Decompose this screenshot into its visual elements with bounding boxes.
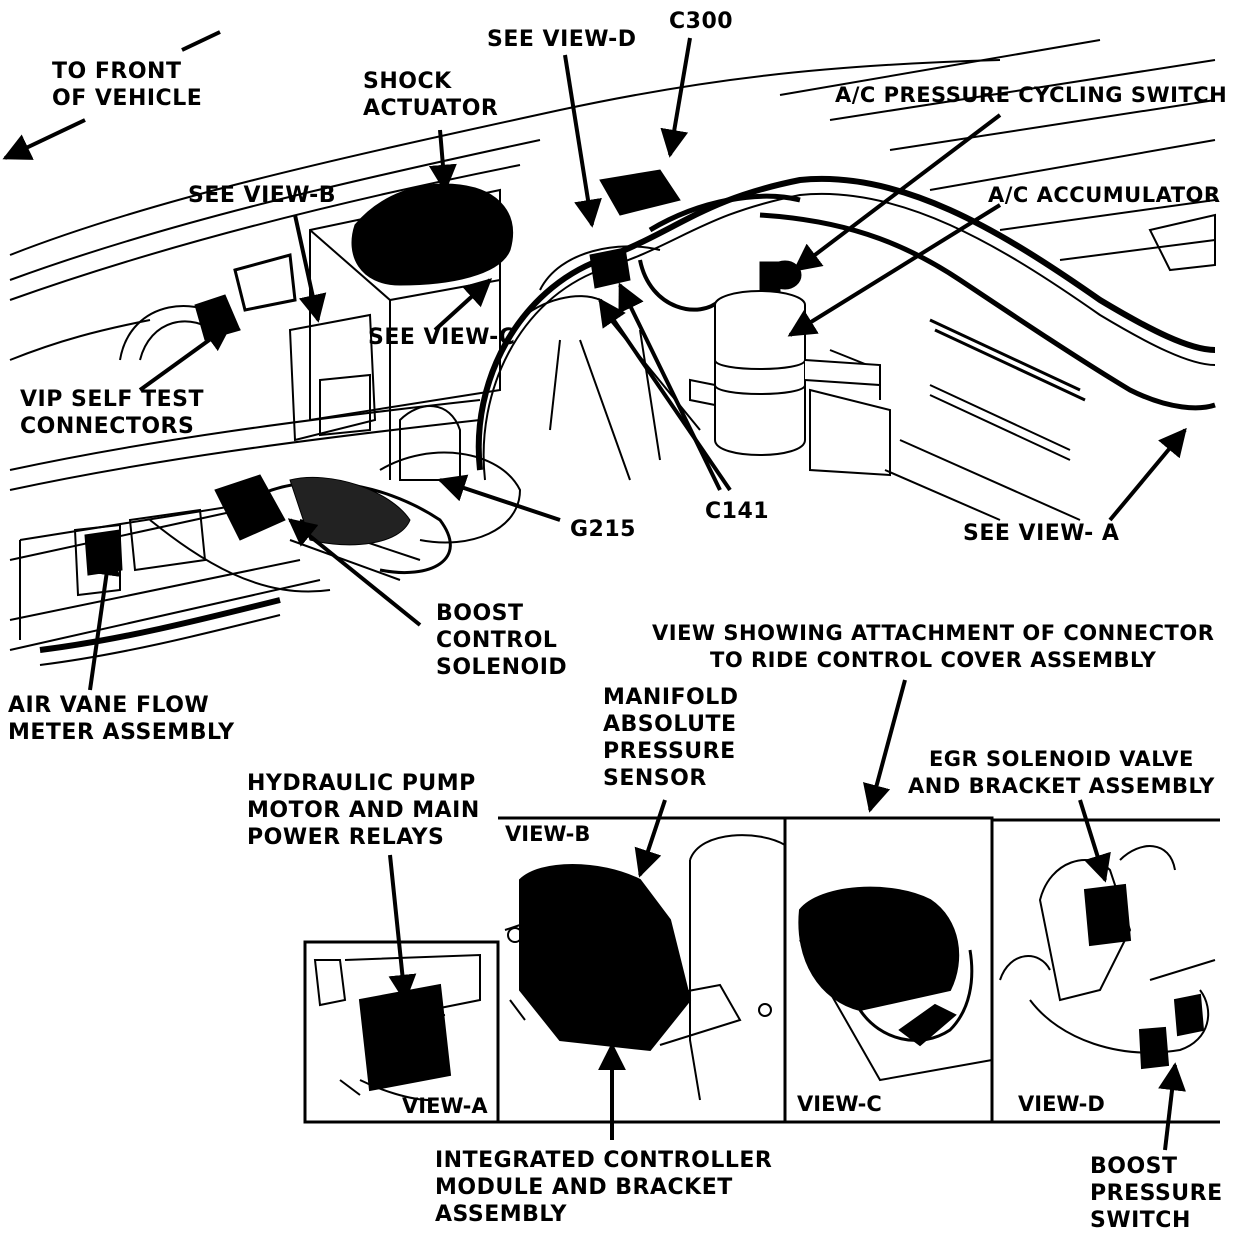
view-d-drawing xyxy=(999,845,1216,1070)
boost-pressure-switch-label: BOOST PRESSURE SWITCH xyxy=(1090,1154,1223,1233)
boost-solenoid-leader xyxy=(287,518,422,627)
ac-cycling-leader xyxy=(792,113,1002,272)
vip-self-test-label: VIP SELF TEST CONNECTORS xyxy=(20,387,204,439)
c141-leader-2 xyxy=(598,297,732,492)
air-vane-leader xyxy=(88,547,121,691)
view-a-title: VIEW-A xyxy=(402,1094,488,1118)
boost-control-solenoid-label: BOOST CONTROL SOLENOID xyxy=(436,601,568,680)
hydraulic-leader xyxy=(388,854,417,1003)
ac-pressure-cycling-switch-label: A/C PRESSURE CYCLING SWITCH xyxy=(835,83,1228,107)
manifold-absolute-pressure-sensor-label: MANIFOLD ABSOLUTE PRESSURE SENSOR xyxy=(603,685,739,791)
boost-pressure-leader xyxy=(1158,1062,1186,1151)
egr-leader xyxy=(1078,799,1111,883)
boost-solenoid-dark xyxy=(214,474,286,541)
see-view-d-label: SEE VIEW-D xyxy=(487,27,637,52)
to-front-arrow xyxy=(2,118,86,160)
c300-connector xyxy=(599,169,681,216)
ac-accumulator-canister xyxy=(689,290,881,456)
air-vane-dark xyxy=(84,529,123,576)
view-a-drawing xyxy=(313,953,481,1101)
see-view-a-label: SEE VIEW- A xyxy=(963,521,1120,546)
view-b-frame xyxy=(498,816,787,1124)
ac-accumulator-leader xyxy=(787,203,1002,337)
g215-label: G215 xyxy=(570,517,636,542)
attachment-leader xyxy=(863,679,907,813)
air-vane-flow-meter-label: AIR VANE FLOW METER ASSEMBLY xyxy=(8,693,235,745)
egr-solenoid-valve-label: EGR SOLENOID VALVE AND BRACKET ASSEMBLY xyxy=(908,747,1215,798)
map-sensor-leader xyxy=(634,799,667,878)
leader-lines xyxy=(2,30,1187,1151)
c141-label: C141 xyxy=(705,499,770,524)
c300-label: C300 xyxy=(669,9,734,34)
shock-actuator-label: SHOCK ACTUATOR xyxy=(363,69,499,121)
ac-accumulator-top xyxy=(759,261,781,293)
see-view-d-leader xyxy=(563,54,602,228)
see-view-a-leader xyxy=(1108,427,1187,522)
view-d-title: VIEW-D xyxy=(1018,1092,1105,1116)
c141-connector xyxy=(589,247,631,289)
shock-actuator-body xyxy=(351,183,514,286)
to-front-label: TO FRONT OF VEHICLE xyxy=(52,59,203,111)
view-b-drawing xyxy=(504,834,786,1101)
see-view-b-label: SEE VIEW-B xyxy=(188,183,336,208)
g215-leader xyxy=(437,474,561,522)
inset-frames xyxy=(303,816,1220,1124)
view-c-title: VIEW-C xyxy=(797,1092,882,1116)
hydraulic-pump-motor-label: HYDRAULIC PUMP MOTOR AND MAIN POWER RELA… xyxy=(247,771,480,850)
c300-leader xyxy=(660,37,692,158)
view-showing-attachment-label: VIEW SHOWING ATTACHMENT OF CONNECTOR TO … xyxy=(652,621,1215,672)
c141-leader-1 xyxy=(618,282,722,491)
to-front-dash xyxy=(181,30,221,52)
ac-accumulator-label: A/C ACCUMULATOR xyxy=(988,183,1221,207)
integrated-controller-label: INTEGRATED CONTROLLER MODULE AND BRACKET… xyxy=(435,1148,773,1227)
engine-bay-linework xyxy=(9,39,1216,666)
see-view-c-label: SEE VIEW-C xyxy=(368,325,516,350)
see-view-c-leader xyxy=(433,278,493,332)
harness-wrap-dark xyxy=(289,476,411,546)
view-d-frame xyxy=(990,818,1220,1124)
view-c-drawing xyxy=(798,886,993,1082)
shock-actuator-leader xyxy=(428,129,457,193)
vip-leader xyxy=(138,323,233,392)
view-b-title: VIEW-B xyxy=(505,822,591,846)
see-view-b-leader xyxy=(293,214,327,323)
